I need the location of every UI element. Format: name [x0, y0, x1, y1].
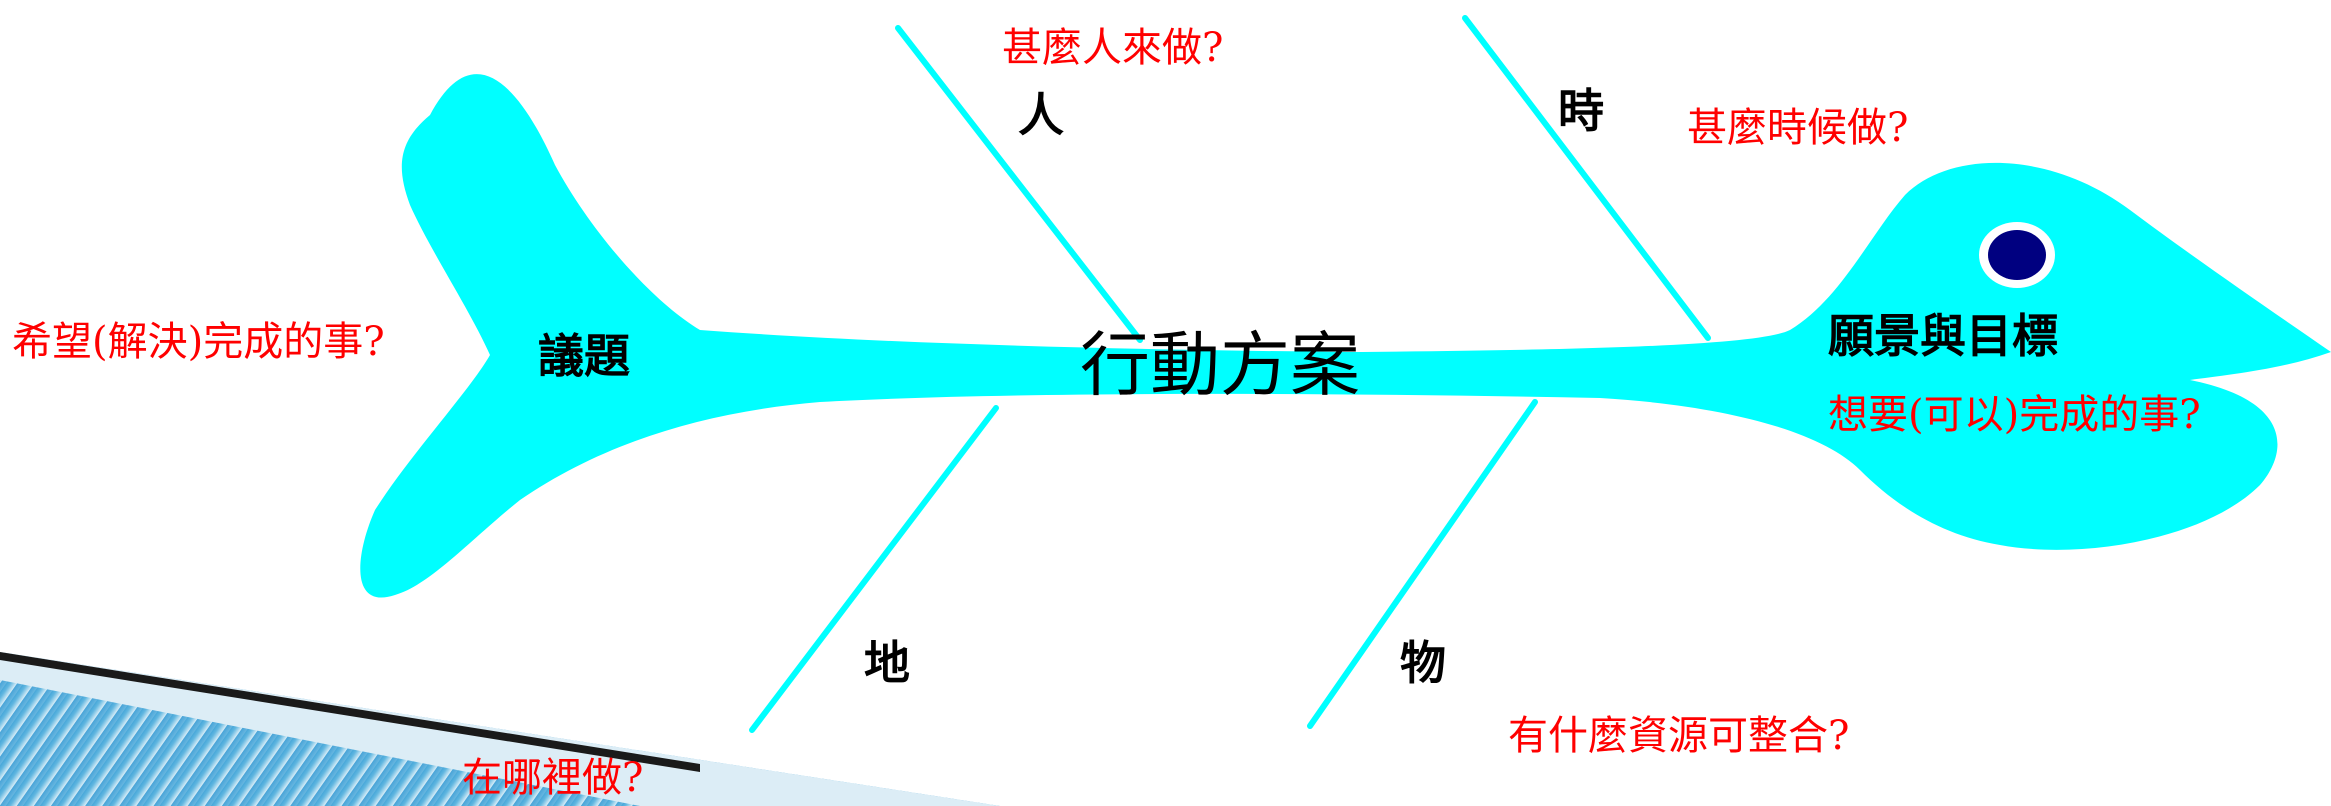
question-person: 甚麼人來做?: [1002, 25, 1224, 71]
slide-corner-decoration: [0, 652, 1000, 806]
branch-thing-label: 物: [1400, 636, 1446, 690]
bone-place: [749, 405, 999, 733]
bone-person: [895, 25, 1143, 343]
tail-label: 議題: [538, 329, 630, 383]
bone-thing: [1307, 399, 1538, 729]
branch-time-label: 時: [1558, 84, 1604, 138]
question-tail: 希望(解決)完成的事?: [12, 319, 385, 365]
question-time: 甚麼時候做?: [1687, 105, 1909, 151]
branch-place-label: 地: [864, 636, 910, 690]
fish-body-shape: [360, 74, 2331, 598]
branch-person-label: 人: [1018, 88, 1064, 142]
head-label: 願景與目標: [1828, 309, 2058, 363]
fish-bones: [749, 15, 1711, 733]
question-head: 想要(可以)完成的事?: [1828, 392, 2201, 438]
question-place: 在哪裡做?: [462, 755, 644, 801]
center-label: 行動方案: [1080, 324, 1360, 406]
question-thing: 有什麼資源可整合?: [1508, 713, 1850, 759]
fish-eye: [1979, 222, 2055, 288]
bone-time: [1462, 15, 1711, 341]
